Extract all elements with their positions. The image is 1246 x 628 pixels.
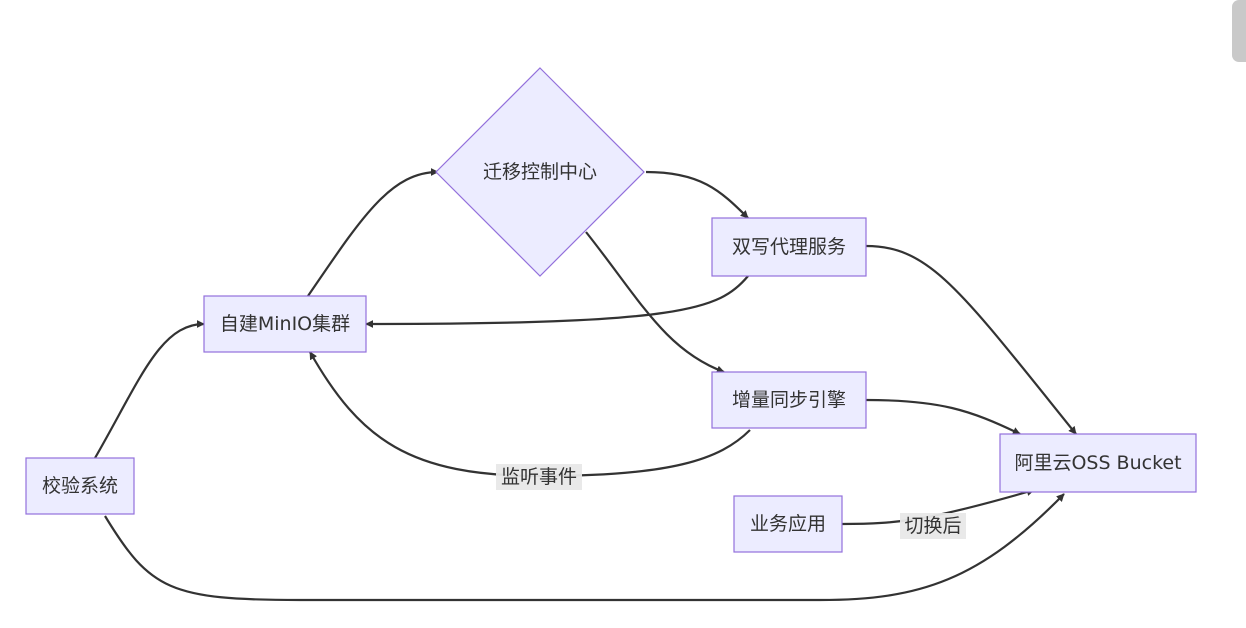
node-business-app-label: 业务应用: [750, 513, 826, 535]
edge-verify-to-oss: [104, 493, 1065, 602]
edge-sync-listen-minio: [309, 351, 751, 478]
node-control-center[interactable]: 迁移控制中心: [435, 67, 645, 277]
node-verify-system-label: 校验系统: [42, 475, 118, 497]
edge-control-to-dual: [645, 170, 749, 219]
node-sync-engine[interactable]: 增量同步引擎: [711, 371, 867, 429]
node-business-app[interactable]: 业务应用: [733, 495, 843, 553]
node-verify-system[interactable]: 校验系统: [25, 457, 135, 515]
edge-control-to-sync: [585, 231, 725, 374]
node-oss-bucket-label: 阿里云OSS Bucket: [1014, 452, 1181, 474]
node-minio-cluster-label: 自建MinIO集群: [220, 313, 350, 335]
edge-label-listen: 监听事件: [496, 464, 582, 490]
edge-dual-to-oss: [865, 244, 1077, 435]
edge-label-listen-text: 监听事件: [501, 466, 577, 488]
decision-diamond: [435, 67, 645, 277]
edge-dual-to-minio: [365, 275, 749, 328]
scrollbar-thumb[interactable]: [1232, 0, 1246, 62]
edge-minio-to-control: [307, 168, 439, 297]
node-dual-write-proxy[interactable]: 双写代理服务: [711, 217, 867, 277]
node-sync-engine-label: 增量同步引擎: [732, 389, 846, 411]
edge-label-switch: 切换后: [900, 513, 966, 539]
edge-verify-to-minio: [94, 320, 205, 459]
node-dual-write-proxy-label: 双写代理服务: [732, 236, 846, 258]
edge-label-switch-text: 切换后: [904, 515, 961, 537]
node-minio-cluster[interactable]: 自建MinIO集群: [203, 295, 367, 353]
node-oss-bucket[interactable]: 阿里云OSS Bucket: [999, 433, 1197, 493]
node-control-center-label: 迁移控制中心: [483, 161, 597, 183]
edge-sync-to-oss: [865, 398, 1021, 435]
